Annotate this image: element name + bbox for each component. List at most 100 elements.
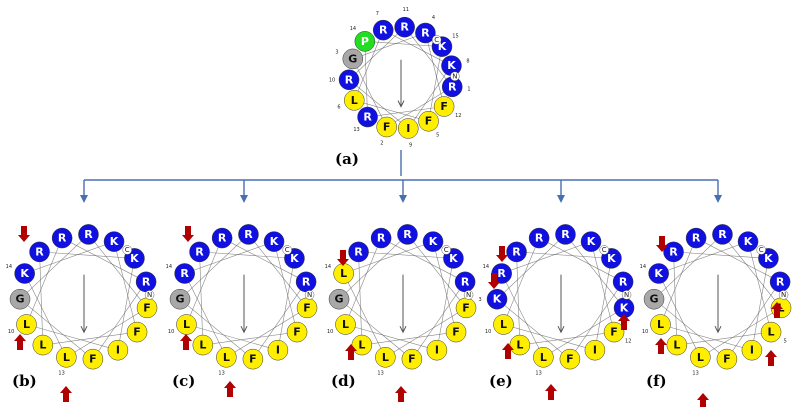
helix-bond <box>352 58 387 128</box>
residue-circle <box>394 16 415 38</box>
residue-number: 3 <box>335 50 338 56</box>
helix-bond <box>345 324 437 351</box>
helix-bond <box>653 298 728 360</box>
residue-circle <box>51 227 73 249</box>
c-terminus-label: C <box>434 36 439 44</box>
residue-label: R <box>244 228 253 241</box>
residue-label: K <box>620 301 629 314</box>
residue-circle <box>375 347 396 368</box>
helix-bond <box>751 258 769 351</box>
helix-bond <box>39 251 135 259</box>
residue-label: R <box>377 232 386 245</box>
helix-bond <box>186 237 223 325</box>
helix-bond <box>590 241 615 333</box>
residue-label: K <box>587 235 596 248</box>
residue-circle <box>242 348 264 370</box>
helix-bond <box>380 237 466 283</box>
residue-label: R <box>619 275 628 288</box>
residue-circle <box>56 347 77 368</box>
terminal-marker <box>282 245 292 255</box>
helix-bond <box>24 273 67 358</box>
helix-bond <box>653 234 723 300</box>
residue-circle <box>663 241 684 263</box>
terminal-marker <box>621 290 632 300</box>
residue-label: R <box>403 228 412 241</box>
panel-label-c: (c) <box>172 372 195 390</box>
helix-bond <box>88 234 148 309</box>
helix-bond <box>503 324 595 351</box>
residue-label: F <box>566 353 574 366</box>
residue-label: K <box>447 59 456 72</box>
residue-label: F <box>610 326 618 339</box>
helix-bond <box>361 331 457 346</box>
residue-circle <box>267 339 289 361</box>
residue-number: 12 <box>455 113 461 119</box>
residue-circle <box>348 241 369 263</box>
residue-label: I <box>116 344 120 357</box>
residue-label: L <box>342 318 349 331</box>
residue-circle <box>211 227 233 249</box>
residue-circle <box>506 241 527 263</box>
helix-bond <box>519 331 615 346</box>
residue-label: R <box>142 275 151 288</box>
residue-label: F <box>440 100 448 113</box>
helix-bond <box>202 331 298 346</box>
residue-label: I <box>276 344 280 357</box>
residue-label: L <box>540 351 547 364</box>
residue-circle <box>426 339 448 361</box>
terminal-marker <box>144 290 155 300</box>
residue-number: 13 <box>353 127 359 133</box>
residue-number: 14 <box>6 264 12 270</box>
c-terminus-label: C <box>444 246 449 254</box>
mutation-arrow-up <box>395 386 407 402</box>
residue-label: F <box>133 326 141 339</box>
residue-number: 15 <box>452 33 458 39</box>
helix-bond <box>432 241 457 333</box>
helix-bond <box>184 241 275 274</box>
residue-circle <box>533 347 554 368</box>
residue-label: I <box>406 122 410 135</box>
moment-arrowhead <box>397 100 405 108</box>
residue-label: G <box>176 293 185 306</box>
helix-bond <box>538 237 624 283</box>
residue-label: K <box>270 235 279 248</box>
c-terminus-label: C <box>285 246 290 254</box>
connector-arrowhead-4 <box>714 195 722 203</box>
mutation-arrow-up <box>345 344 357 360</box>
residue-number: 5 <box>784 338 787 344</box>
mutation-arrow-up <box>765 350 777 366</box>
residue-label: R <box>400 21 409 34</box>
moment-arrowhead <box>557 325 565 334</box>
residue-label: R <box>180 267 189 280</box>
helix-bond <box>199 251 204 346</box>
residue-label: L <box>673 339 680 352</box>
residue-label: L <box>39 339 46 352</box>
terminal-marker <box>431 35 442 45</box>
residue-label: K <box>493 293 502 306</box>
residue-circle <box>32 334 54 356</box>
residue-label: R <box>379 24 388 37</box>
helix-bond <box>19 298 94 360</box>
residue-number: 4 <box>432 15 435 21</box>
residue-number: 14 <box>166 264 172 270</box>
residue-label: P <box>361 35 369 48</box>
residue-label: F <box>303 301 311 314</box>
residue-label: K <box>607 252 616 265</box>
residue-circle <box>29 241 50 263</box>
connector-arrowhead-1 <box>240 195 248 203</box>
residue-circle <box>286 321 308 343</box>
helix-bond <box>658 273 701 358</box>
residue-circle <box>603 321 625 343</box>
helix-bond <box>747 241 772 333</box>
residue-circle <box>103 231 125 252</box>
mutation-arrow-up <box>697 393 709 407</box>
residue-circle <box>737 231 759 252</box>
residue-number: 2 <box>380 140 383 146</box>
helix-bond <box>383 29 452 66</box>
residue-label: F <box>249 353 257 366</box>
residue-number: 14 <box>483 264 489 270</box>
residue-label: K <box>110 235 119 248</box>
residue-label: R <box>345 73 354 86</box>
